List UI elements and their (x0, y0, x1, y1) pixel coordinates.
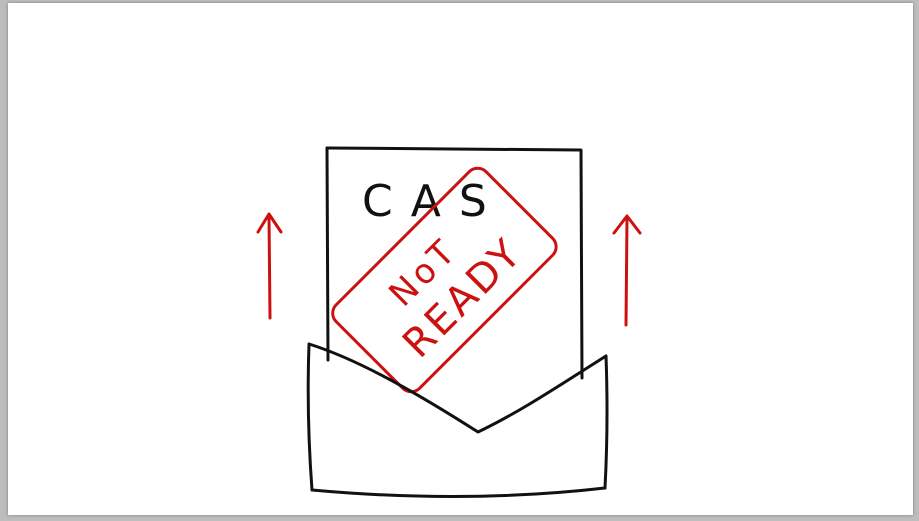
up-arrow-icon (258, 214, 281, 318)
envelope (308, 344, 607, 497)
up-arrow-icon (614, 216, 640, 325)
card-label: CAS (362, 176, 505, 227)
